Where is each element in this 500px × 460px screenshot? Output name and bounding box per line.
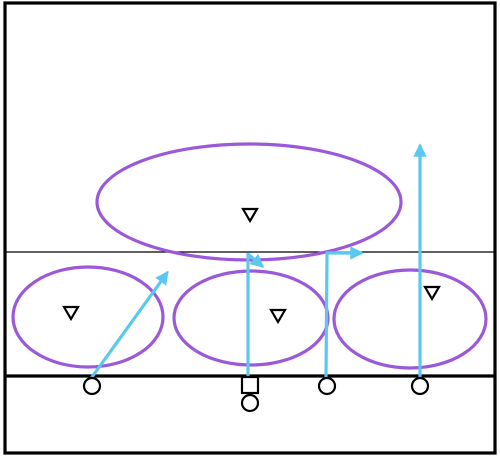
defender-hook-middle-icon: [269, 308, 287, 325]
route-slant: [90, 270, 169, 379]
route-out: [324, 246, 364, 380]
route-vertical-hook: [246, 252, 265, 380]
receiver-right-icon: [410, 376, 430, 396]
zone-hook-middle: [172, 269, 330, 367]
center-square-icon: [240, 375, 260, 395]
field-border: [3, 1, 497, 455]
defender-flat-left-icon: [62, 305, 80, 322]
defender-flat-right-icon: [423, 285, 441, 302]
receiver-left-icon: [82, 376, 102, 396]
zone-flat-left: [11, 265, 165, 369]
quarterback-icon: [240, 393, 260, 413]
zone-deep-middle: [95, 142, 403, 262]
defender-deep-middle-icon: [241, 207, 259, 224]
zone-flat-right: [332, 268, 488, 370]
receiver-slot-icon: [317, 376, 337, 396]
